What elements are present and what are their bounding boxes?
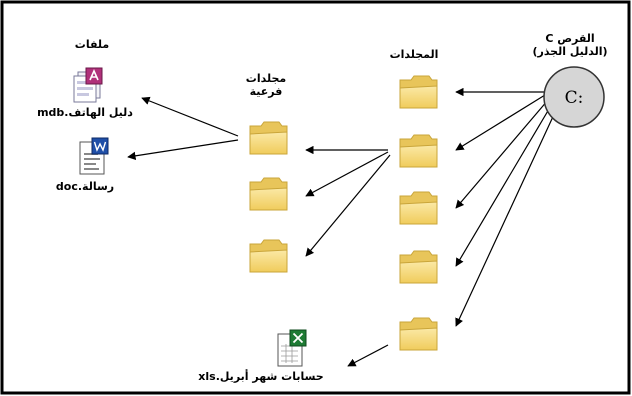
subfolders-heading-line2: فرعية xyxy=(249,85,283,98)
folder-icon[interactable] xyxy=(399,75,438,109)
folder-icon[interactable] xyxy=(399,191,438,225)
root-drive-title: القرص C (الدليل الجذر) xyxy=(520,32,620,58)
subfolder-icon[interactable] xyxy=(249,177,288,211)
folders-heading: المجلدات xyxy=(389,48,439,61)
folders-column xyxy=(399,75,438,351)
folder-to-subfolder-arrows xyxy=(305,145,391,257)
file-label-mdb[interactable]: دليل الهاتف.mdb xyxy=(37,106,133,119)
arrow xyxy=(305,154,391,257)
folder-icon[interactable] xyxy=(399,134,438,168)
folder-to-spreadsheet-arrow xyxy=(347,344,389,367)
root-drive-circle[interactable] xyxy=(543,66,605,128)
subfolders-column xyxy=(249,121,288,273)
subfolders-heading-line1: مجلدات xyxy=(245,72,287,85)
subfolder-icon[interactable] xyxy=(249,121,288,155)
excel-spreadsheet-icon[interactable] xyxy=(277,329,307,367)
folder-icon[interactable] xyxy=(399,250,438,284)
files-heading: ملفات xyxy=(74,38,110,51)
subfolder-icon[interactable] xyxy=(249,239,288,273)
root-drive-label: C: xyxy=(565,88,584,108)
arrow xyxy=(141,96,239,137)
access-database-icon[interactable] xyxy=(73,67,103,103)
folder-icon[interactable] xyxy=(399,317,438,351)
arrow xyxy=(455,94,546,151)
arrow xyxy=(455,103,553,267)
root-to-folder-arrows xyxy=(455,87,558,327)
file-label-xls[interactable]: حسابات شهر أبريل.xls xyxy=(198,370,324,383)
subfolder-to-file-arrows xyxy=(127,96,239,160)
root-drive-title-line2: (الدليل الجذر) xyxy=(532,45,608,58)
arrow xyxy=(305,151,389,197)
file-label-doc[interactable]: رسالة.doc xyxy=(55,180,115,193)
subfolders-heading: مجلدات فرعية xyxy=(226,72,306,98)
arrow xyxy=(455,107,558,327)
arrow xyxy=(127,139,239,160)
root-drive-title-line1: القرص C xyxy=(545,32,595,45)
word-document-icon[interactable] xyxy=(79,137,109,175)
arrow xyxy=(455,99,549,209)
